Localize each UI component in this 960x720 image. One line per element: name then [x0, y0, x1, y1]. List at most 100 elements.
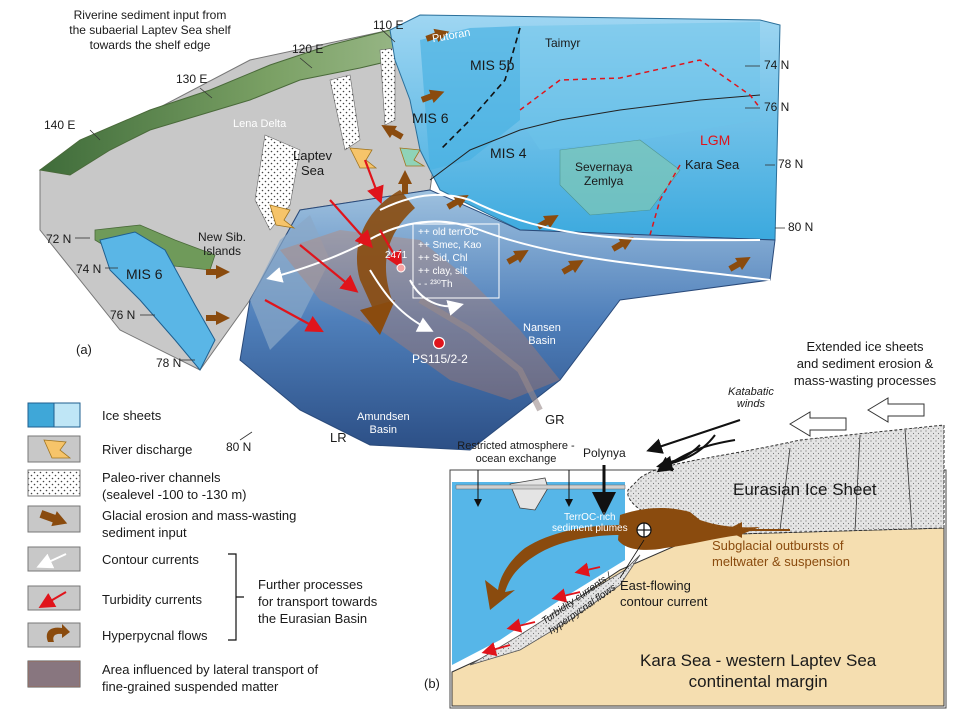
amundsen-line-1: Amundsen — [357, 411, 410, 423]
label-ice-sheet: Eurasian Ice Sheet — [733, 480, 877, 499]
label-taimyr: Taimyr — [545, 36, 581, 50]
legend-text-glacial-2: sediment input — [102, 525, 187, 540]
infobox-line-3: ++ Sid, Chl — [418, 253, 468, 264]
lat-left-78n: 78 N — [156, 356, 182, 370]
legend-glacial-arrow — [39, 510, 68, 527]
contour-current-2 — [379, 193, 761, 242]
infobox-line-2: ++ Smec, Kao — [418, 240, 482, 251]
contour-line-2: contour current — [620, 594, 708, 609]
mis5b-boundary — [439, 27, 521, 151]
lat-right-76n: 76 N — [764, 100, 790, 114]
turbidity-arrows — [264, 159, 403, 333]
ice-crevasse-1 — [854, 434, 861, 531]
label-lena-delta: Lena Delta — [233, 118, 287, 130]
paleo-channel-2 — [329, 74, 361, 151]
brown-arrow-2 — [420, 89, 445, 103]
brown-arrow-1 — [425, 28, 450, 43]
legend-text-turbidity: Turbidity currents — [102, 592, 202, 607]
new-sib-line-1: New Sib. — [198, 230, 247, 244]
contour-line-1: East-flowing — [620, 578, 691, 593]
turbidity-arrow-3 — [264, 299, 324, 333]
legend-text-lateral-2: fine-grained suspended matter — [102, 679, 279, 694]
label-amundsen: Amundsen Basin — [357, 411, 410, 437]
turbidity-arrow-4 — [329, 199, 373, 249]
caption-line-3: towards the shelf edge — [89, 38, 211, 52]
amundsen-line-2: Basin — [369, 424, 398, 436]
legend-river-icon — [43, 439, 72, 459]
brown-arrow-11 — [206, 265, 230, 279]
infobox-line-4: ++ clay, silt — [418, 266, 468, 277]
station-2471-marker — [396, 263, 406, 273]
river-discharge-3 — [399, 147, 426, 167]
label-station-ps115: PS115/2-2 — [412, 352, 468, 366]
legend-text-channels-1: Paleo-river channels — [102, 470, 221, 485]
legend-turbidity-arrow — [38, 591, 67, 609]
sediment-infobox-text: ++ old terrOC ++ Smec, Kao ++ Sid, Chl +… — [418, 226, 481, 291]
nansen-line-1: Nansen — [523, 322, 561, 334]
paleo-channel-3 — [379, 47, 396, 126]
graticule-lines — [75, 27, 785, 441]
restricted-line-2: ocean exchange — [475, 453, 557, 465]
new-sib-line-2: Islands — [203, 244, 242, 258]
label-nansen: Nansen Basin — [523, 322, 561, 348]
plumes-line-2: sediment plumes — [552, 523, 628, 534]
brown-arrow-3 — [381, 125, 404, 140]
lat-right-74n: 74 N — [764, 58, 790, 72]
ocean-water — [452, 482, 625, 665]
caption-line-2: the subaerial Laptev Sea shelf — [69, 23, 231, 37]
katabatic-line-1: Katabatic — [728, 386, 774, 398]
restricted-line-1: Restricted atmosphere - — [457, 440, 575, 452]
lon-120e: 120 E — [292, 42, 324, 56]
turbidity-arrow-2 — [299, 244, 359, 293]
sea-ice-pack — [455, 484, 626, 490]
legend-contour-arrow — [36, 553, 67, 569]
panel-a-map — [38, 14, 785, 451]
station-ps115-marker — [432, 336, 446, 350]
legend-channels-box — [27, 469, 81, 497]
ice-sheet-inner — [420, 26, 520, 170]
label-mis5b: MIS 5b — [470, 57, 515, 73]
label-laptev-sea: Laptev Sea — [293, 148, 332, 178]
severnaya-line-1: Severnaya — [575, 160, 633, 174]
mis4-boundary — [429, 94, 761, 181]
ice-sheet-taimyr — [520, 22, 760, 150]
margin-line-1: Kara Sea - western Laptev Sea — [640, 651, 877, 670]
turbidity-arrow-1 — [363, 159, 384, 205]
mis6-west-ice — [99, 231, 216, 371]
label-severnaya: Severnaya Zemlya — [575, 160, 632, 188]
brown-arrow-8 — [561, 260, 584, 275]
extended-line-3: mass-wasting processes — [793, 373, 937, 388]
extended-arrow-2 — [867, 397, 925, 423]
nansen-line-2: Basin — [528, 335, 556, 347]
label-mis6-east: MIS 6 — [412, 110, 449, 126]
river-discharge-symbols — [269, 147, 426, 229]
lgm-line — [519, 59, 761, 111]
lat-left-74n: 74 N — [76, 262, 102, 276]
section-turbidity-arrows — [481, 562, 601, 657]
hyperpycnal-head-a — [360, 300, 395, 335]
gakkel-ridge — [418, 297, 543, 412]
label-contour-current: East-flowing contour current — [620, 578, 707, 610]
brace-line-2: for transport towards — [258, 594, 378, 609]
label-gr: GR — [545, 412, 565, 427]
contour-current-3 — [369, 269, 434, 332]
brace-line-1: Further processes — [258, 577, 363, 592]
lon-140e: 140 E — [44, 118, 76, 132]
ice-crevasse-2 — [904, 429, 913, 529]
infobox-line-5: - - ²³⁰Th — [418, 279, 453, 290]
lat-right-80n: 80 N — [788, 220, 814, 234]
label-katabatic: Katabatic winds — [728, 386, 774, 410]
plumes-line-1: TerrOC-rich — [563, 512, 616, 523]
lat-left-76n: 76 N — [110, 308, 136, 322]
legend-ice-light — [53, 402, 81, 428]
brown-arrow-7 — [506, 250, 529, 265]
legend-ice-dark — [27, 402, 55, 428]
legend-text-river: River discharge — [102, 442, 193, 457]
label-extended: Extended ice sheets and sediment erosion… — [780, 338, 950, 389]
infobox-line-1: ++ old terrOC — [418, 227, 479, 238]
river-discharge-2 — [269, 204, 296, 229]
lat-right-78n: 78 N — [778, 157, 804, 171]
lat-left-80n: 80 N — [226, 440, 252, 454]
extended-line-1: Extended ice sheets — [806, 339, 924, 354]
glacial-erosion-arrows — [206, 28, 751, 325]
